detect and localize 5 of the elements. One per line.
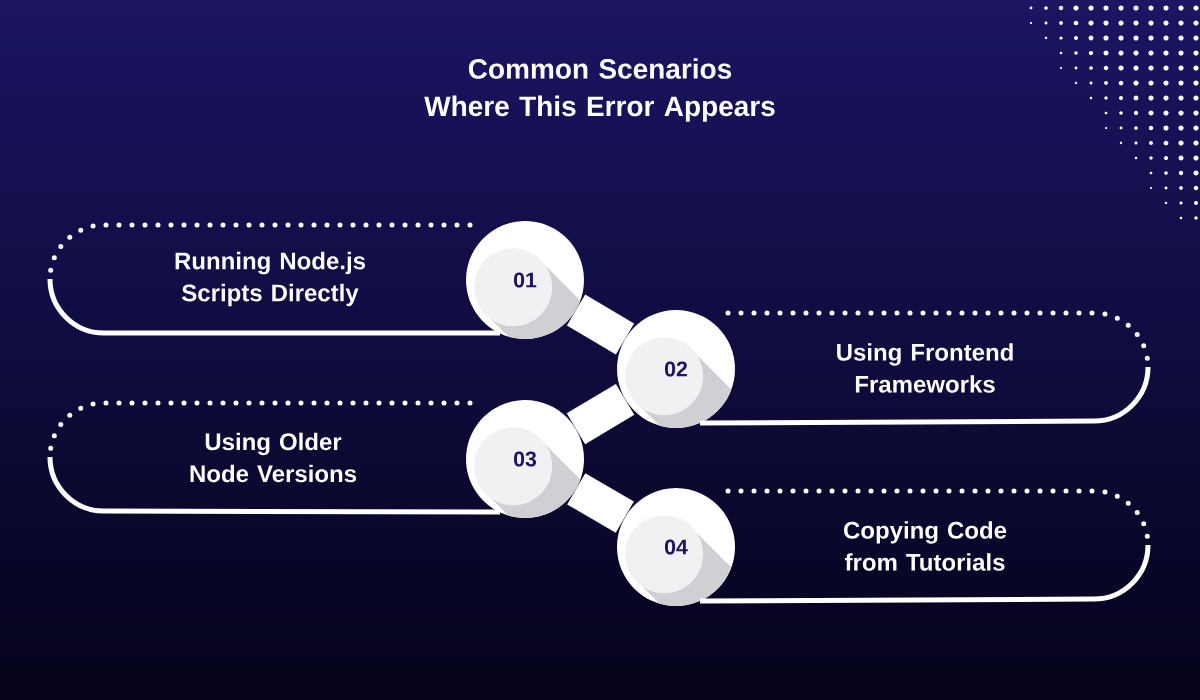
scenario-band: Running Node.js Scripts Directly [47, 222, 500, 336]
scenario-band: Copying Code from Tutorials [700, 488, 1151, 604]
title: Common Scenarios Where This Error Appears [424, 58, 775, 122]
scenario-band: Using Older Node Versions [47, 400, 500, 515]
scenario-band: Using Frontend Frameworks [700, 310, 1151, 426]
